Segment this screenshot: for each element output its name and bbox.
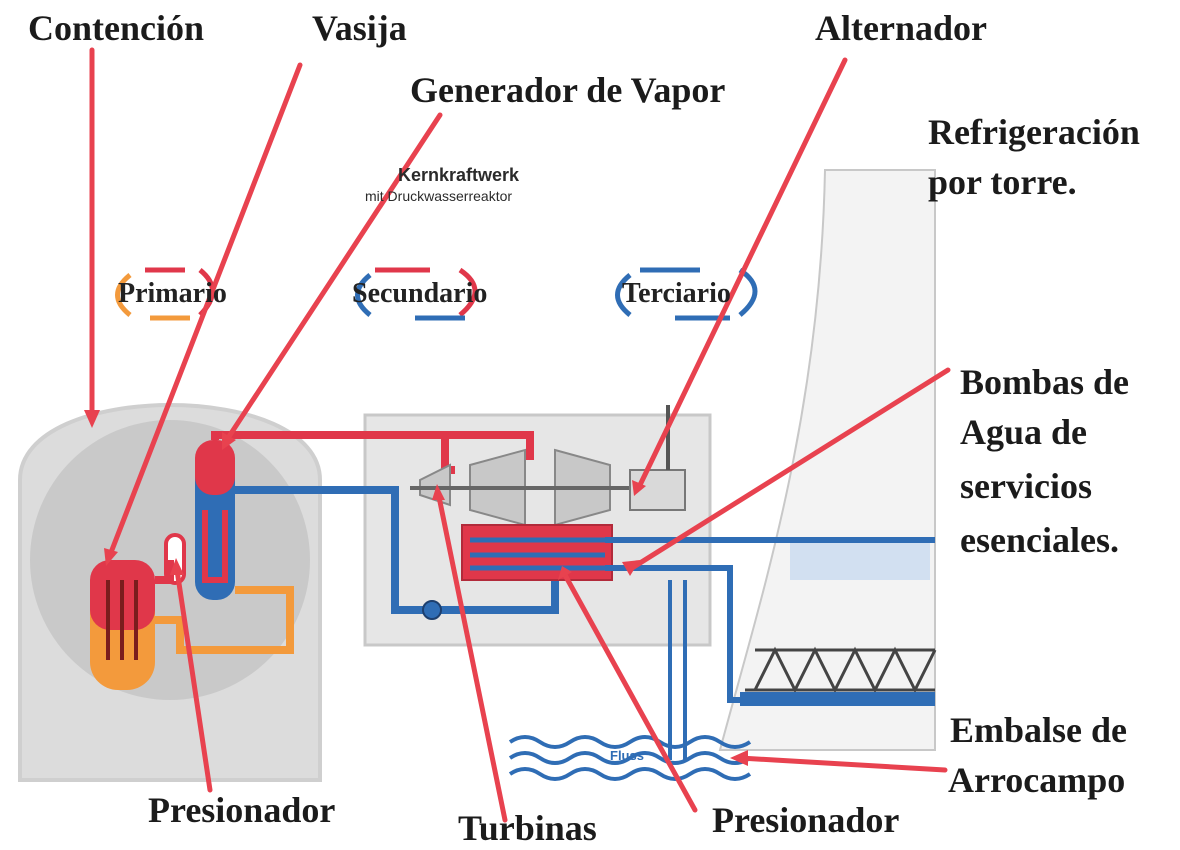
river-intake — [668, 580, 687, 760]
reactor-vessel — [90, 560, 155, 690]
label-presionador-left: Presionador — [148, 790, 336, 830]
feedwater-line — [235, 486, 559, 614]
label-presionador-right: Presionador — [712, 800, 900, 840]
primary-loop — [155, 586, 294, 654]
label-vasija: Vasija — [312, 8, 407, 48]
label-bombas-1: Bombas de — [960, 362, 1130, 402]
primary-hot-leg — [155, 560, 174, 584]
diagram-title: Kernkraftwerk — [398, 165, 520, 185]
arrow-vasija — [107, 62, 303, 558]
arrow-bombas — [629, 367, 951, 571]
circuit-terciario-label: Terciario — [622, 278, 731, 309]
river-waves — [508, 735, 752, 781]
circuit-primario-label: Primario — [118, 278, 227, 309]
arrow-presionador-right — [562, 572, 698, 813]
cooling-tower-truss — [745, 646, 937, 694]
label-contencion: Contención — [28, 8, 205, 48]
label-turbinas: Turbinas — [458, 808, 597, 848]
arrow-heads — [84, 410, 748, 766]
arrow-presionador-left — [174, 567, 213, 793]
label-embalse-2: Arrocampo — [948, 760, 1126, 800]
arrow-generador — [225, 112, 443, 441]
arrow-embalse — [737, 755, 948, 773]
pointer-arrows — [89, 47, 951, 823]
circuit-loop-secundario — [355, 267, 478, 321]
condenser-coil — [470, 537, 605, 571]
steam-generator — [195, 440, 235, 600]
label-bombas-4: esenciales. — [960, 520, 1119, 560]
label-alternador: Alternador — [815, 8, 987, 48]
circuit-loop-terciario — [615, 267, 758, 321]
label-refrigeracion-1: Refrigeración — [928, 112, 1140, 152]
steam-line-2 — [445, 431, 534, 460]
label-refrigeracion-2: por torre. — [928, 162, 1077, 202]
cooling-spray — [790, 540, 930, 580]
circuit-secundario-label: Secundario — [352, 278, 488, 309]
arrow-turbinas — [435, 489, 508, 823]
label-embalse-1: Embalse de — [950, 710, 1128, 750]
river-label: Fluss — [610, 748, 644, 763]
arrow-alternador — [637, 57, 848, 488]
feedwater-pump — [422, 600, 442, 620]
diagram-subtitle: mit Druckwasserreaktor — [365, 188, 513, 204]
cooling-water-line-return — [605, 565, 935, 703]
label-generador-de-vapor: Generador de Vapor — [410, 70, 726, 110]
label-bombas-2: Agua de — [960, 412, 1088, 452]
cooling-tower — [718, 169, 936, 751]
label-bombas-3: servicios — [960, 466, 1092, 506]
